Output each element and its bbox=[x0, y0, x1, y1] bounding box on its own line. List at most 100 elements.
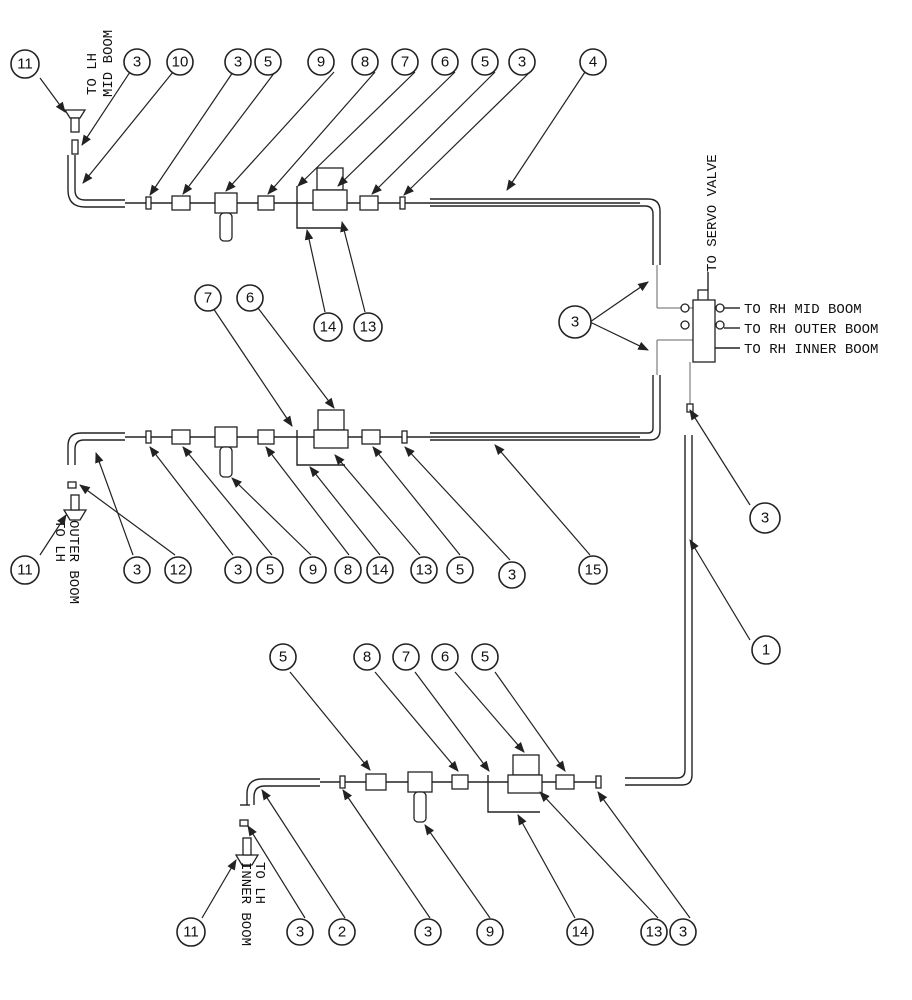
svg-text:7: 7 bbox=[402, 649, 410, 666]
callout-bubble: 5 bbox=[254, 48, 282, 76]
svg-text:3: 3 bbox=[234, 54, 242, 71]
svg-text:2: 2 bbox=[338, 924, 346, 941]
svg-text:15: 15 bbox=[585, 562, 602, 579]
callout-bubble: 3 bbox=[669, 918, 697, 946]
callout-bubble: 2 bbox=[328, 918, 356, 946]
svg-text:5: 5 bbox=[264, 54, 272, 71]
callout-bubble: 8 bbox=[351, 48, 379, 76]
svg-text:7: 7 bbox=[401, 54, 409, 71]
label-to-rh-inner-boom: TO RH INNER BOOM bbox=[744, 342, 878, 358]
svg-text:7: 7 bbox=[204, 290, 212, 307]
callout-bubble: 7 bbox=[194, 284, 222, 312]
callout-bubble: 13 bbox=[640, 918, 668, 946]
callout-bubble: 3 bbox=[498, 561, 526, 589]
callout-bubble: 3 bbox=[123, 556, 151, 584]
callout-bubble: 3 bbox=[224, 556, 252, 584]
label-to-lh-mid-boom-line1: TO LH bbox=[85, 53, 101, 95]
callout-bubble: 14 bbox=[566, 918, 594, 946]
top-hose-line bbox=[63, 109, 695, 309]
label-to-rh-mid-boom: TO RH MID BOOM bbox=[744, 302, 862, 318]
svg-text:9: 9 bbox=[309, 562, 317, 579]
callout-bubble: 3 bbox=[286, 918, 314, 946]
callout-bubble: 13 bbox=[353, 312, 383, 342]
svg-text:13: 13 bbox=[416, 562, 433, 579]
callout-bubble: 9 bbox=[299, 556, 327, 584]
svg-text:11: 11 bbox=[17, 562, 33, 579]
svg-text:4: 4 bbox=[589, 54, 597, 71]
callout-bubble: 9 bbox=[307, 48, 335, 76]
svg-text:13: 13 bbox=[360, 319, 377, 336]
svg-text:8: 8 bbox=[363, 649, 371, 666]
callout-bubble: 10 bbox=[166, 48, 194, 76]
callout-bubble: 5 bbox=[269, 643, 297, 671]
callout-bubble: 12 bbox=[164, 556, 192, 584]
callout-bubble: 7 bbox=[392, 643, 420, 671]
callout-bubble: 14 bbox=[313, 312, 343, 342]
label-to-lh-outer-boom-line1: TO LH bbox=[51, 520, 67, 562]
svg-text:3: 3 bbox=[571, 314, 579, 331]
callout-bubble: 3 bbox=[749, 502, 781, 534]
callout-bubble: 5 bbox=[256, 556, 284, 584]
svg-text:14: 14 bbox=[372, 562, 389, 579]
svg-text:6: 6 bbox=[441, 649, 449, 666]
callout-bubble: 5 bbox=[446, 556, 474, 584]
svg-text:10: 10 bbox=[172, 54, 189, 71]
callout-bubble: 6 bbox=[431, 48, 459, 76]
svg-text:3: 3 bbox=[133, 562, 141, 579]
svg-text:9: 9 bbox=[486, 924, 494, 941]
label-to-lh-mid-boom-line2: MID BOOM bbox=[101, 30, 117, 97]
label-to-lh-inner-boom-line2: INNER BOOM bbox=[237, 862, 253, 946]
middle-hose-line bbox=[62, 339, 695, 521]
svg-text:9: 9 bbox=[317, 54, 325, 71]
svg-text:3: 3 bbox=[508, 567, 516, 584]
svg-text:3: 3 bbox=[133, 54, 141, 71]
svg-text:5: 5 bbox=[266, 562, 274, 579]
callout-bubble: 3 bbox=[414, 918, 442, 946]
callout-bubble: 6 bbox=[236, 284, 264, 312]
svg-text:3: 3 bbox=[518, 54, 526, 71]
svg-text:13: 13 bbox=[646, 924, 663, 941]
label-to-servo-valve: TO SERVO VALVE bbox=[705, 154, 721, 272]
callout-bubble: 7 bbox=[391, 48, 419, 76]
svg-text:6: 6 bbox=[441, 54, 449, 71]
callout-bubble: 14 bbox=[366, 556, 394, 584]
vertical-hose-line bbox=[625, 362, 694, 786]
svg-text:3: 3 bbox=[761, 510, 769, 527]
label-to-rh-outer-boom: TO RH OUTER BOOM bbox=[744, 322, 878, 338]
callout-bubbles: 11 3 10 3 5 9 8 7 6 5 3 4 14 13 7 6 3 3 … bbox=[10, 48, 781, 947]
callout-bubble: 3 bbox=[558, 305, 592, 339]
destination-labels: TO LH MID BOOM TO LH OUTER BOOM TO LH IN… bbox=[51, 30, 878, 946]
svg-text:5: 5 bbox=[456, 562, 464, 579]
svg-text:14: 14 bbox=[320, 319, 337, 336]
svg-text:5: 5 bbox=[481, 649, 489, 666]
svg-text:6: 6 bbox=[246, 290, 254, 307]
svg-text:3: 3 bbox=[424, 924, 432, 941]
svg-text:3: 3 bbox=[234, 562, 242, 579]
bottom-hose-line bbox=[234, 754, 602, 866]
callout-bubble: 5 bbox=[471, 643, 499, 671]
svg-text:1: 1 bbox=[762, 642, 770, 659]
svg-text:14: 14 bbox=[572, 924, 589, 941]
callout-bubble: 13 bbox=[410, 556, 438, 584]
callout-bubble: 4 bbox=[579, 48, 607, 76]
svg-text:8: 8 bbox=[344, 562, 352, 579]
manifold-block bbox=[680, 272, 740, 363]
callout-bubble: 5 bbox=[471, 48, 499, 76]
callout-bubble: 3 bbox=[508, 48, 536, 76]
callout-bubble: 9 bbox=[476, 918, 504, 946]
callout-bubble: 11 bbox=[176, 917, 206, 947]
callout-bubble: 8 bbox=[353, 643, 381, 671]
callout-bubble: 15 bbox=[578, 555, 608, 585]
label-to-lh-inner-boom-line1: TO LH bbox=[251, 862, 267, 904]
callout-bubble: 11 bbox=[10, 49, 40, 79]
label-to-lh-outer-boom-line2: OUTER BOOM bbox=[65, 520, 81, 604]
svg-text:12: 12 bbox=[170, 562, 187, 579]
svg-text:3: 3 bbox=[296, 924, 304, 941]
svg-text:5: 5 bbox=[481, 54, 489, 71]
callout-bubble: 8 bbox=[334, 556, 362, 584]
svg-text:3: 3 bbox=[679, 924, 687, 941]
callout-bubble: 3 bbox=[224, 48, 252, 76]
svg-text:11: 11 bbox=[17, 56, 33, 73]
svg-text:8: 8 bbox=[361, 54, 369, 71]
